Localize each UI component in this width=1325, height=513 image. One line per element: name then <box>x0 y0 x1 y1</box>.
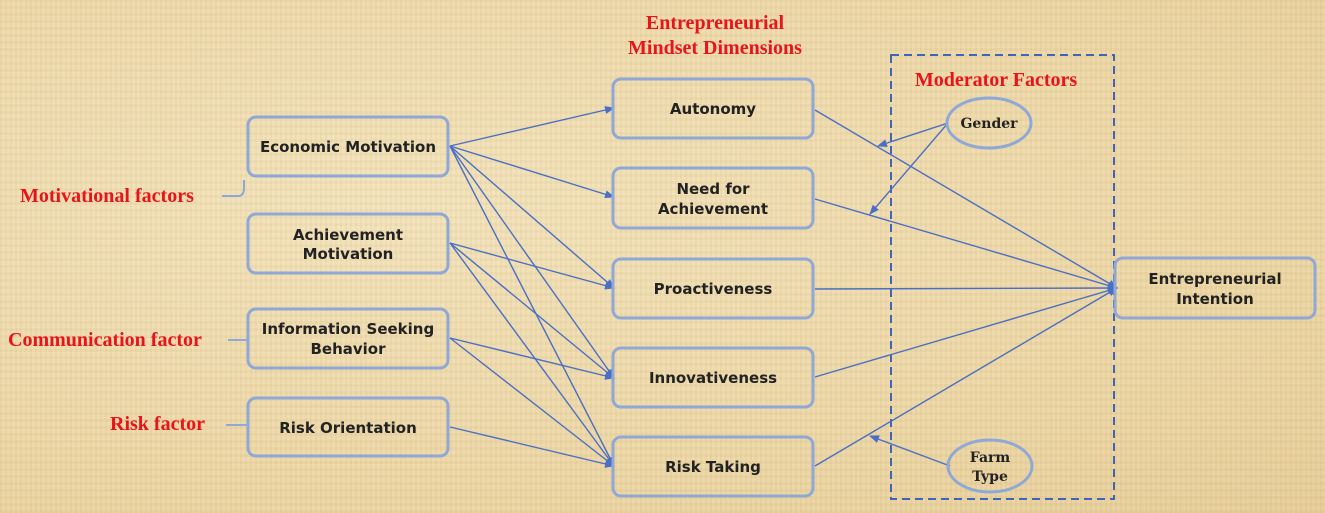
label-information-seeking-1: Information Seeking <box>262 320 434 338</box>
edge-ach_mot-to-innov <box>449 242 615 379</box>
edge-econ-to-need_ach <box>449 145 615 199</box>
label-achievement-motivation-2: Motivation <box>303 245 394 263</box>
label-farm-type-2: Type <box>972 469 1008 485</box>
box-innovativeness: Innovativeness <box>611 346 815 409</box>
box-risk-orientation: Risk Orientation <box>246 396 450 458</box>
label-gender: Gender <box>960 116 1018 132</box>
moderation-gender-to-autonomy <box>877 122 949 147</box>
edge-info-to-innov <box>449 337 615 380</box>
label-economic-motivation: Economic Motivation <box>260 138 436 156</box>
edge-need_ach-to-intention <box>814 198 1118 290</box>
label-autonomy: Autonomy <box>670 100 756 118</box>
edge-info-to-risk_taking <box>449 337 615 467</box>
label-information-seeking-2: Behavior <box>310 340 386 358</box>
edge-econ-to-autonomy <box>449 106 615 147</box>
edge-ach_mot-to-risk_taking <box>449 242 615 467</box>
moderation-farm-to-risk_taking <box>869 435 951 467</box>
box-entrepreneurial-intention: Entrepreneurial Intention <box>1113 256 1317 320</box>
diagram-title-line-1: Entrepreneurial <box>646 12 785 34</box>
motivational-factors-label: Motivational factors <box>20 185 194 207</box>
risk-factor-label: Risk factor <box>110 413 205 435</box>
edge-econ-to-risk_taking <box>449 145 615 467</box>
moderator-title: Moderator Factors <box>915 69 1078 91</box>
label-entrepreneurial-intention-1: Entrepreneurial <box>1148 270 1281 288</box>
motivational-bracket <box>222 180 245 197</box>
label-farm-type-1: Farm <box>970 450 1011 466</box>
label-risk-taking: Risk Taking <box>665 458 761 476</box>
edge-proact-to-intention <box>814 284 1118 293</box>
label-risk-orientation: Risk Orientation <box>279 419 417 437</box>
moderation-gender-to-need_ach <box>869 122 949 215</box>
diagram-title-line-2: Mindset Dimensions <box>628 37 802 59</box>
label-need-for-achievement-1: Need for <box>676 180 750 198</box>
box-achievement-motivation: Achievement Motivation <box>246 212 450 275</box>
oval-gender: Gender <box>945 96 1033 150</box>
edge-autonomy-to-intention <box>814 109 1118 289</box>
edge-econ-to-innov <box>449 145 615 379</box>
edge-risk_taking-to-intention <box>814 287 1118 467</box>
label-innovativeness: Innovativeness <box>649 369 777 387</box>
box-economic-motivation: Economic Motivation <box>246 115 450 178</box>
communication-factor-group: Communication factor <box>8 329 247 351</box>
oval-farm-type: Farm Type <box>946 438 1034 494</box>
box-autonomy: Autonomy <box>611 77 815 140</box>
edge-risk_or-to-risk_taking <box>449 426 615 468</box>
label-proactiveness: Proactiveness <box>654 280 773 298</box>
label-need-for-achievement-2: Achievement <box>658 200 768 218</box>
box-risk-taking: Risk Taking <box>611 435 815 498</box>
motivational-factors-group: Motivational factors <box>20 180 245 207</box>
communication-factor-label: Communication factor <box>8 329 202 351</box>
edge-ach_mot-to-proact <box>449 242 615 290</box>
edges-layer <box>449 106 1118 468</box>
label-achievement-motivation-1: Achievement <box>293 226 403 244</box>
label-entrepreneurial-intention-2: Intention <box>1176 290 1254 308</box>
box-need-for-achievement: Need for Achievement <box>611 166 815 230</box>
box-information-seeking-behavior: Information Seeking Behavior <box>246 307 450 370</box>
risk-factor-group: Risk factor <box>110 413 247 435</box>
box-proactiveness: Proactiveness <box>611 257 815 320</box>
edge-econ-to-proact <box>449 145 615 289</box>
edge-innov-to-intention <box>814 286 1118 378</box>
